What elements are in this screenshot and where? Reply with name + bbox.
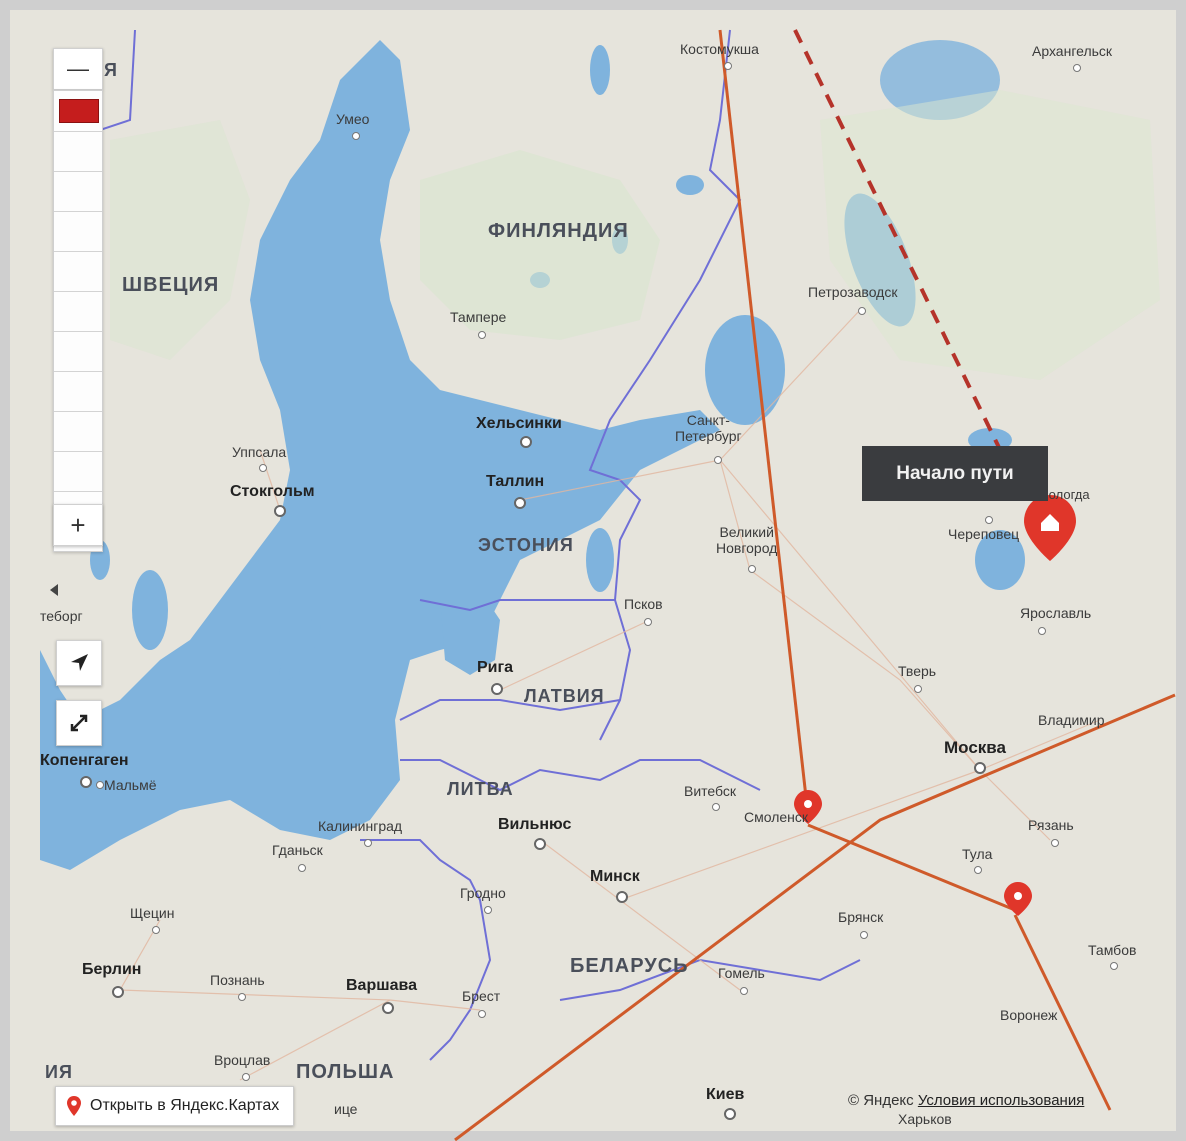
label-minsk: Минск: [590, 868, 640, 885]
label-helsinki: Хельсинки: [476, 415, 562, 432]
label-vladimir: Владимир: [1038, 712, 1105, 728]
label-poland: ПОЛЬША: [296, 1061, 395, 1083]
label-tula: Тула: [962, 846, 993, 862]
expand-icon: [70, 714, 88, 732]
label-gomel: Гомель: [718, 965, 765, 981]
route-line-south: [1013, 914, 1112, 1111]
route-marker-tula: [1004, 882, 1032, 916]
label-poznan: Познань: [210, 972, 265, 988]
label-novgorod: Великий Новгород: [716, 524, 778, 557]
label-edge-top: Я: [104, 60, 118, 80]
map-pin-icon: [67, 1096, 81, 1116]
label-copenhagen: Копенгаген: [40, 752, 129, 769]
label-edge-bottom: ИЯ: [45, 1062, 73, 1082]
baltic-sea: [40, 40, 720, 870]
label-tampere: Тампере: [450, 309, 507, 325]
label-goteborg: теборг: [40, 608, 83, 624]
chevron-left-icon: [50, 584, 58, 596]
label-kharkov: Харьков: [898, 1111, 952, 1127]
route-dashed: [793, 29, 1012, 471]
zoom-out-button[interactable]: —: [53, 48, 103, 90]
label-arkhangelsk: Архангельск: [1032, 43, 1113, 59]
label-belarus: БЕЛАРУСЬ: [570, 955, 689, 977]
label-moscow: Москва: [944, 738, 1006, 757]
terms-of-use-link[interactable]: Условия использования: [917, 1092, 1085, 1109]
tooltip-text: Начало пути: [896, 462, 1014, 484]
label-bryansk: Брянск: [838, 909, 884, 925]
zoom-slider[interactable]: [53, 90, 103, 552]
label-vilnius: Вильнюс: [498, 816, 572, 833]
route-lines: [454, 29, 1176, 1141]
lake-ladoga: [705, 315, 785, 425]
route-line-diagonal: [454, 693, 1176, 1141]
label-latvia: ЛАТВИЯ: [524, 686, 605, 706]
start-point-tooltip: Начало пути: [862, 446, 1048, 501]
label-szczecin: Щецин: [130, 905, 175, 921]
label-tallinn: Таллин: [486, 473, 545, 490]
label-stockholm: Стокгольм: [230, 483, 315, 500]
label-vitebsk: Витебск: [684, 783, 737, 799]
label-riga: Рига: [477, 659, 514, 676]
copyright-brand: © Яндекс: [848, 1092, 914, 1109]
navigation-arrow-icon: [71, 654, 88, 671]
zoom-slider-handle[interactable]: [59, 99, 99, 123]
lake-peipus: [586, 528, 614, 592]
route-line-smolensk-tula: [807, 823, 1016, 912]
rybinsk-reservoir: [975, 530, 1025, 590]
label-pskov: Псков: [624, 596, 663, 612]
label-kostomuksha: Костомукша: [680, 41, 759, 57]
open-in-yandex-maps-button[interactable]: Открыть в Яндекс.Картах: [55, 1086, 295, 1126]
label-vologda: Вологда: [1040, 487, 1090, 502]
label-grodno: Гродно: [460, 885, 506, 901]
label-wroclaw: Вроцлав: [214, 1052, 271, 1068]
label-kaliningrad: Калининград: [318, 818, 403, 834]
copyright: © Яндекс Условия использования: [848, 1092, 1084, 1109]
label-tver: Тверь: [898, 663, 937, 679]
label-ryazan: Рязань: [1028, 817, 1074, 833]
label-warsaw: Варшава: [346, 977, 417, 994]
minus-icon: —: [67, 56, 89, 81]
plus-icon: +: [70, 509, 86, 540]
label-tambov: Тамбов: [1088, 942, 1137, 958]
label-spb: Санкт- Петербург: [675, 412, 742, 445]
home-marker: [1024, 495, 1076, 561]
label-finland: ФИНЛЯНДИЯ: [488, 220, 629, 242]
country-borders: [59, 29, 861, 1061]
label-lodz-partial: ице: [334, 1101, 358, 1117]
route-marker-smolensk: [794, 790, 822, 824]
label-voronezh: Воронеж: [1000, 1007, 1058, 1023]
zoom-in-button[interactable]: +: [53, 504, 103, 546]
label-berlin: Берлин: [82, 961, 142, 978]
label-lithuania: ЛИТВА: [447, 779, 514, 799]
label-petrozavodsk: Петрозаводск: [808, 284, 898, 300]
gulf-of-riga: [440, 590, 500, 675]
fullscreen-button[interactable]: [56, 700, 102, 746]
label-cherepovets: Череповец: [948, 526, 1020, 542]
label-yaroslavl: Ярославль: [1020, 605, 1092, 621]
label-umeo: Умео: [336, 111, 370, 127]
collapse-panel-button[interactable]: [40, 572, 68, 608]
label-smolensk: Смоленск: [744, 809, 809, 825]
label-kiev: Киев: [706, 1086, 745, 1103]
geolocation-button[interactable]: [56, 640, 102, 686]
label-estonia: ЭСТОНИЯ: [478, 535, 574, 555]
open-in-yandex-maps-label: Открыть в Яндекс.Картах: [90, 1097, 280, 1114]
label-gdansk: Гданьск: [272, 842, 323, 858]
route-line-north-south: [718, 29, 810, 816]
label-uppsala: Уппсала: [232, 444, 287, 460]
label-malmo: Мальмё: [104, 777, 157, 793]
label-sweden: ШВЕЦИЯ: [122, 274, 220, 296]
label-brest: Брест: [462, 988, 501, 1004]
